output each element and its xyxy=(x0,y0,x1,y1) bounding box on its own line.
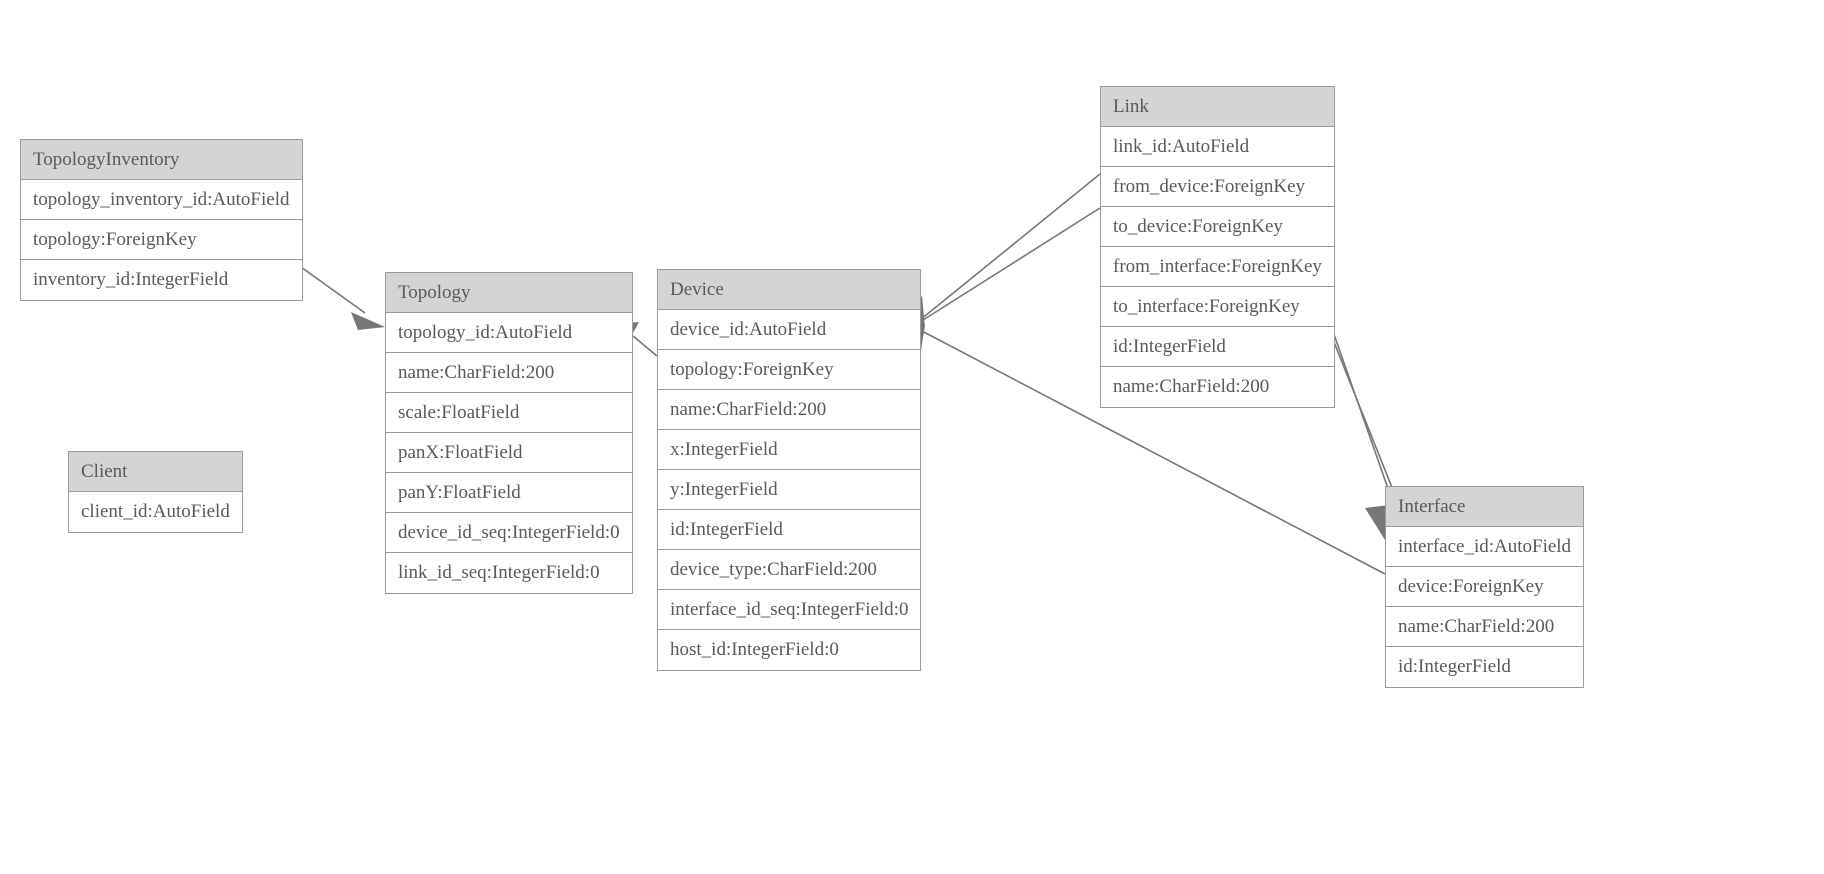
entity-field: id:IntegerField xyxy=(658,510,920,550)
entity-field: name:CharField:200 xyxy=(1113,376,1270,397)
entity-field: from_interface:ForeignKey xyxy=(1101,247,1334,287)
entity-field: panX:FloatField xyxy=(386,433,632,473)
entity-field: interface_id:AutoField xyxy=(1386,527,1583,567)
entity-field: host_id:IntegerField:0 xyxy=(670,639,839,660)
entity-title: Client xyxy=(69,452,242,492)
entity-field: panY:FloatField xyxy=(386,473,632,513)
entity-field: id:IntegerField xyxy=(1101,327,1334,367)
entity-field: name:CharField:200 xyxy=(658,390,920,430)
entity-field: name:CharField:200 xyxy=(386,353,632,393)
entity-field: interface_id_seq:IntegerField:0 xyxy=(658,590,920,630)
entity-title: Link xyxy=(1101,87,1334,127)
entity-device[interactable]: Device device_id:AutoField topology:Fore… xyxy=(657,269,921,671)
entity-topologyinventory[interactable]: TopologyInventory topology_inventory_id:… xyxy=(20,139,303,301)
entity-field: scale:FloatField xyxy=(386,393,632,433)
entity-interface[interactable]: Interface interface_id:AutoField device:… xyxy=(1385,486,1584,688)
entity-field: link_id_seq:IntegerField:0 xyxy=(398,562,600,583)
entity-field: from_device:ForeignKey xyxy=(1101,167,1334,207)
entity-field: device_type:CharField:200 xyxy=(658,550,920,590)
entity-field: topology:ForeignKey xyxy=(21,220,302,260)
entity-field: topology_id:AutoField xyxy=(386,313,632,353)
entity-field: name:CharField:200 xyxy=(1386,607,1583,647)
entity-client[interactable]: Client client_id:AutoField xyxy=(68,451,243,533)
entity-field: topology:ForeignKey xyxy=(658,350,920,390)
entity-field: device_id_seq:IntegerField:0 xyxy=(386,513,632,553)
entity-title: Interface xyxy=(1386,487,1583,527)
entity-title: Topology xyxy=(386,273,632,313)
entity-field: device_id:AutoField xyxy=(658,310,920,350)
entity-field: id:IntegerField xyxy=(1398,656,1511,677)
entity-field: topology_inventory_id:AutoField xyxy=(21,180,302,220)
entity-field: device:ForeignKey xyxy=(1386,567,1583,607)
entity-field: link_id:AutoField xyxy=(1101,127,1334,167)
edge-link-to-device xyxy=(919,207,1101,323)
entity-field: y:IntegerField xyxy=(658,470,920,510)
entity-field: to_interface:ForeignKey xyxy=(1101,287,1334,327)
entity-title: TopologyInventory xyxy=(21,140,302,180)
entity-link[interactable]: Link link_id:AutoField from_device:Forei… xyxy=(1100,86,1335,408)
entity-field: to_device:ForeignKey xyxy=(1101,207,1334,247)
entity-topology[interactable]: Topology topology_id:AutoField name:Char… xyxy=(385,272,633,594)
entity-field: inventory_id:IntegerField xyxy=(33,269,229,290)
entity-title: Device xyxy=(658,270,920,310)
entity-field: client_id:AutoField xyxy=(81,501,230,522)
entity-field: x:IntegerField xyxy=(658,430,920,470)
edge-link-from-device xyxy=(919,173,1101,321)
